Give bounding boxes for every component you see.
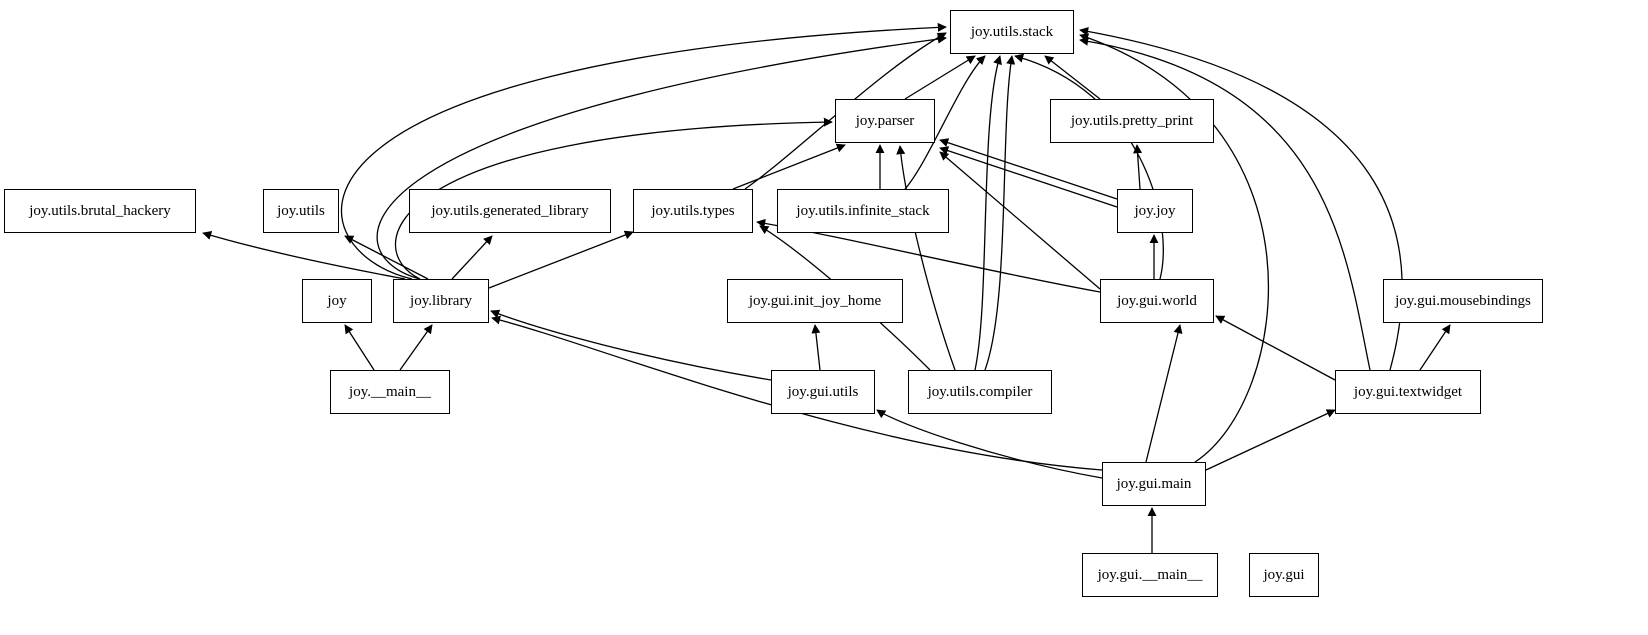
graph-node-label: joy.gui.textwidget xyxy=(1353,383,1463,400)
graph-node-joy-gui[interactable]: joy.gui xyxy=(1249,553,1319,597)
graph-node-label: joy.gui.world xyxy=(1117,292,1197,309)
graph-node-label: joy.gui.mousebindings xyxy=(1395,292,1531,309)
graph-edge-joy-gui-utils-to-joy-gui-init-joy-home xyxy=(811,324,821,371)
graph-node-label: joy.utils xyxy=(277,202,325,219)
graph-edge-joy-utils-types-to-joy-parser xyxy=(732,143,846,190)
graph-edge-joy-library-to-joy-utils xyxy=(344,235,429,280)
graph-edge-joy-utils-pretty-print-to-joy-utils-stack xyxy=(1044,55,1101,100)
graph-node-label: joy.joy xyxy=(1134,202,1176,219)
graph-node-label: joy.utils.brutal_hackery xyxy=(29,202,171,219)
graph-edge-joy---main---to-joy-library xyxy=(399,324,433,371)
graph-node-joy-utils-infinite-stack[interactable]: joy.utils.infinite_stack xyxy=(777,189,949,233)
graph-edge-joy-library-to-joy-utils-stack xyxy=(340,22,947,280)
graph-edge-joy-library-to-joy-utils-types xyxy=(488,230,634,289)
graph-node-joy-gui-world[interactable]: joy.gui.world xyxy=(1100,279,1214,323)
graph-edge-joy-gui-utils-to-joy-library xyxy=(490,309,772,381)
graph-node-label: joy xyxy=(327,292,347,309)
graph-node-label: joy.utils.pretty_print xyxy=(1070,112,1194,129)
graph-edge-joy-joy-to-joy-utils-pretty-print xyxy=(1133,144,1143,190)
graph-edge-joy-gui-textwidget-to-joy-gui-world xyxy=(1215,315,1336,381)
graph-node-joy-gui-textwidget[interactable]: joy.gui.textwidget xyxy=(1335,370,1481,414)
graph-node-joy-utils-compiler[interactable]: joy.utils.compiler xyxy=(908,370,1052,414)
graph-node-label: joy.parser xyxy=(855,112,915,129)
graph-node-joy---main--[interactable]: joy.__main__ xyxy=(330,370,450,414)
graph-edge-joy-library-to-joy-utils-brutal-hackery xyxy=(202,230,406,280)
graph-node-joy-utils-types[interactable]: joy.utils.types xyxy=(633,189,753,233)
graph-node-joy-joy[interactable]: joy.joy xyxy=(1117,189,1193,233)
graph-edge-joy-utils-compiler-to-joy-utils-stack xyxy=(984,55,1016,371)
graph-node-label: joy.utils.compiler xyxy=(927,383,1033,400)
graph-edge-joy-gui-textwidget-to-joy-gui-mousebindings xyxy=(1419,324,1451,371)
graph-node-joy-utils-generated-library[interactable]: joy.utils.generated_library xyxy=(409,189,611,233)
graph-node-joy-utils-stack[interactable]: joy.utils.stack xyxy=(950,10,1074,54)
graph-edge-joy-library-to-joy-utils-stack xyxy=(376,34,947,280)
graph-node-label: joy.utils.types xyxy=(651,202,735,219)
graph-node-joy-library[interactable]: joy.library xyxy=(393,279,489,323)
graph-node-label: joy.library xyxy=(410,292,472,309)
graph-node-joy-utils-pretty-print[interactable]: joy.utils.pretty_print xyxy=(1050,99,1214,143)
graph-node-joy-gui-main[interactable]: joy.gui.main xyxy=(1102,462,1206,506)
graph-edge-joy-utils-compiler-to-joy-utils-stack xyxy=(974,55,1002,371)
graph-node-label: joy.gui.utils xyxy=(787,383,859,400)
graph-edge-joy-gui-main-to-joy-library xyxy=(491,315,1103,471)
graph-edge-joy-gui-main-to-joy-gui-world xyxy=(1145,324,1183,463)
graph-node-label: joy.__main__ xyxy=(349,383,431,400)
graph-edge-joy-gui-main-to-joy-gui-utils xyxy=(876,409,1103,479)
graph-edge-joy-utils-compiler-to-joy-parser xyxy=(896,145,956,371)
graph-node-label: joy.utils.stack xyxy=(970,23,1054,40)
graph-node-joy-gui-mousebindings[interactable]: joy.gui.mousebindings xyxy=(1383,279,1543,323)
graph-edge-joy-joy-to-joy-parser xyxy=(939,146,1118,208)
graph-node-label: joy.utils.generated_library xyxy=(431,202,589,219)
graph-edge-joy-library-to-joy-utils-generated-library xyxy=(451,235,493,280)
graph-node-label: joy.gui.main xyxy=(1116,475,1192,492)
graph-node-label: joy.utils.infinite_stack xyxy=(796,202,930,219)
graph-node-label: joy.gui.__main__ xyxy=(1097,566,1203,583)
graph-node-joy-parser[interactable]: joy.parser xyxy=(835,99,935,143)
graph-edge-joy-utils-infinite-stack-to-joy-utils-stack xyxy=(904,55,986,190)
graph-node-joy-gui---main--[interactable]: joy.gui.__main__ xyxy=(1082,553,1218,597)
graph-node-joy-gui-init-joy-home[interactable]: joy.gui.init_joy_home xyxy=(727,279,903,323)
graph-edge-joy---main---to-joy xyxy=(344,324,375,371)
graph-edge-joy-parser-to-joy-utils-stack xyxy=(904,55,976,100)
graph-node-joy[interactable]: joy xyxy=(302,279,372,323)
graph-edge-joy-gui-textwidget-to-joy-utils-stack xyxy=(1079,36,1371,371)
graph-node-joy-utils-brutal-hackery[interactable]: joy.utils.brutal_hackery xyxy=(4,189,196,233)
graph-edge-joy-gui-main-to-joy-utils-stack xyxy=(1079,33,1269,463)
graph-node-label: joy.gui xyxy=(1263,566,1305,583)
graph-edge-joy-gui-main-to-joy-gui-textwidget xyxy=(1205,409,1336,471)
graph-edge-joy-gui-world-to-joy-parser xyxy=(939,151,1101,290)
graph-edge-joy-joy-to-joy-parser xyxy=(939,138,1118,200)
graph-node-joy-gui-utils[interactable]: joy.gui.utils xyxy=(771,370,875,414)
graph-edge-joy-gui-world-to-joy-utils-stack xyxy=(1014,53,1164,280)
graph-node-joy-utils[interactable]: joy.utils xyxy=(263,189,339,233)
graph-node-label: joy.gui.init_joy_home xyxy=(748,292,882,309)
